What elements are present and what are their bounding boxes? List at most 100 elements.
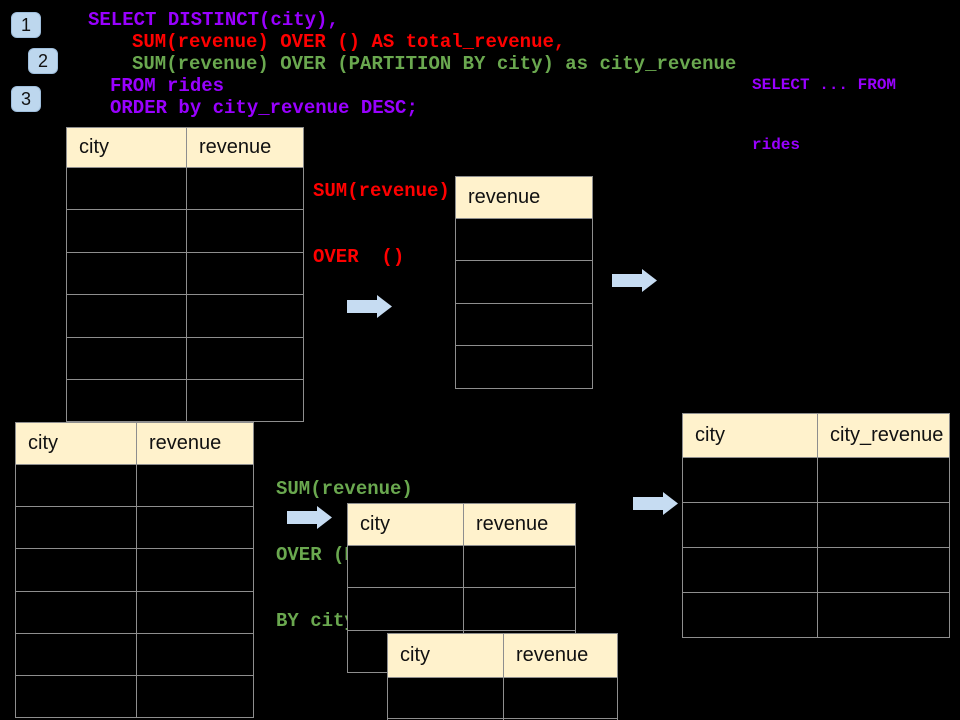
table-cell <box>463 588 575 630</box>
table-cell <box>388 678 503 718</box>
step-badge-3: 3 <box>11 86 41 112</box>
table-row <box>16 506 253 549</box>
table-row <box>67 251 303 295</box>
table-row <box>456 218 592 261</box>
table-cell <box>67 295 186 337</box>
arrow-right-icon <box>347 295 392 318</box>
column-header: revenue <box>468 186 541 208</box>
table-row <box>67 378 303 422</box>
table-partition-result: city city_revenue <box>682 413 950 638</box>
table-row <box>683 547 949 592</box>
table-row <box>683 457 949 502</box>
sql-line-select: SELECT DISTINCT(city), <box>88 9 339 31</box>
table-row <box>683 502 949 547</box>
sql-line-order: ORDER by city_revenue DESC; <box>110 97 418 119</box>
table-cell <box>67 379 186 422</box>
column-header: revenue <box>463 504 575 545</box>
table-cell <box>817 593 949 637</box>
side-note: SELECT ... FROM rides <box>752 35 896 195</box>
table-row <box>16 464 253 507</box>
table-row <box>683 592 949 637</box>
table-cell <box>683 503 817 547</box>
table-cell <box>136 465 253 507</box>
sql-line-total: SUM(revenue) OVER () AS total_revenue, <box>132 31 566 53</box>
arrow-right-icon <box>612 269 657 292</box>
table-cell <box>16 675 136 718</box>
table-row <box>456 345 592 388</box>
column-header: city <box>360 513 390 535</box>
table-cell <box>186 210 303 252</box>
table-cell <box>16 507 136 549</box>
table-row <box>456 302 592 346</box>
table-cell <box>67 210 186 252</box>
table-cell <box>683 548 817 592</box>
table-row <box>16 674 253 718</box>
table-partition-a: city revenue <box>347 503 576 673</box>
table-header-row: city revenue <box>348 504 575 545</box>
table-row <box>67 294 303 337</box>
table-cell <box>67 252 186 295</box>
table-row <box>67 167 303 210</box>
table-cell <box>16 633 136 675</box>
table-cell <box>136 507 253 549</box>
table-header-row: city revenue <box>16 423 253 464</box>
table-cell <box>683 593 817 637</box>
step-badge-1: 1 <box>11 12 41 38</box>
table-row <box>67 209 303 252</box>
table-cell <box>186 295 303 337</box>
table-header-row: revenue <box>456 177 592 218</box>
table-cell <box>16 549 136 591</box>
sql-line-partition: SUM(revenue) OVER (PARTITION BY city) as… <box>132 53 737 75</box>
column-header: city <box>79 136 109 158</box>
table-cell <box>817 458 949 502</box>
table-source-partition: city revenue <box>15 422 254 719</box>
table-cell <box>67 168 186 210</box>
table-cell <box>16 591 136 633</box>
annotation-total-revenue: SUM(revenue) OVER () <box>313 136 450 312</box>
table-cell <box>817 548 949 592</box>
table-row <box>16 548 253 591</box>
table-cell <box>136 633 253 675</box>
table-cell <box>683 458 817 502</box>
column-header: revenue <box>136 423 253 464</box>
side-note-line: rides <box>752 136 801 154</box>
table-total-revenue-result: revenue <box>455 176 593 389</box>
table-row <box>16 632 253 675</box>
column-header: city <box>28 432 58 454</box>
column-header: city <box>695 424 725 446</box>
table-cell <box>456 261 592 303</box>
table-cell <box>186 379 303 422</box>
annotation-line: SUM(revenue) <box>276 478 413 500</box>
table-cell <box>817 503 949 547</box>
table-cell <box>136 591 253 633</box>
table-row <box>348 545 575 588</box>
table-source-total: city revenue <box>66 127 304 423</box>
side-note-line: SELECT ... FROM <box>752 76 897 94</box>
sql-line-from: FROM rides <box>110 75 225 97</box>
table-cell <box>67 337 186 379</box>
annotation-line: SUM(revenue) <box>313 180 450 202</box>
column-header: city_revenue <box>817 414 949 457</box>
table-row <box>456 260 592 303</box>
table-partition-b: city revenue <box>387 633 618 720</box>
table-cell <box>456 346 592 388</box>
column-header: revenue <box>186 128 303 167</box>
table-row <box>16 590 253 633</box>
table-cell <box>348 588 463 630</box>
table-cell <box>136 675 253 718</box>
table-cell <box>186 337 303 379</box>
table-header-row: city revenue <box>67 128 303 167</box>
column-header: revenue <box>503 634 617 677</box>
table-cell <box>456 303 592 346</box>
table-cell <box>456 219 592 261</box>
table-cell <box>503 678 617 718</box>
table-cell <box>463 546 575 588</box>
table-cell <box>16 465 136 507</box>
table-cell <box>348 546 463 588</box>
table-row <box>67 336 303 379</box>
column-header: city <box>400 644 430 666</box>
annotation-line: OVER () <box>313 246 405 268</box>
table-cell <box>186 168 303 210</box>
step-badge-2: 2 <box>28 48 58 74</box>
